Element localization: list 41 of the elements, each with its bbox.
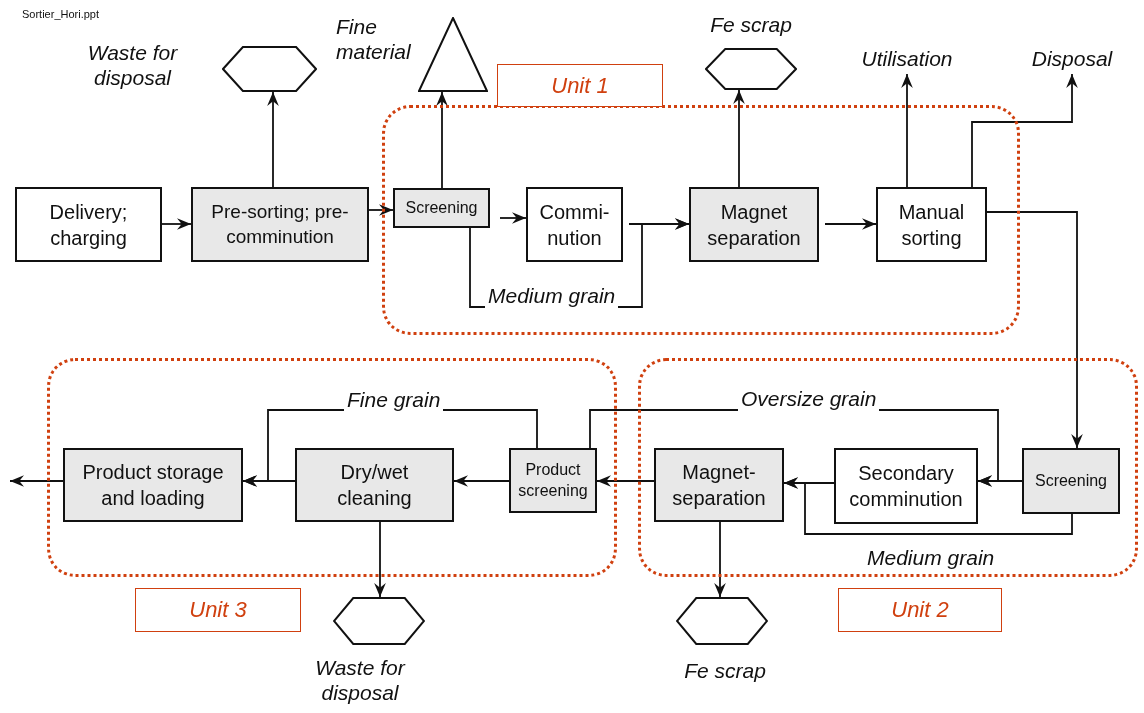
arrow	[628, 218, 690, 230]
process-box: Delivery; charging	[15, 187, 162, 262]
arrow	[267, 91, 279, 188]
process-box: Commi- nution	[526, 187, 623, 262]
file-name-label: Sortier_Hori.ppt	[22, 8, 100, 20]
arrow	[971, 73, 1078, 188]
unit-label: Unit 2	[838, 588, 1002, 632]
arrow	[368, 204, 394, 216]
arrow	[161, 218, 192, 230]
arrow	[436, 91, 448, 189]
unit-label: Unit 1	[497, 64, 663, 107]
output-label: Disposal	[1027, 44, 1117, 74]
process-box: Secondary comminution	[834, 448, 978, 524]
output-label: Waste for disposal	[86, 40, 179, 91]
process-box: Product storage and loading	[63, 448, 243, 522]
arrow	[783, 477, 835, 489]
arrow	[901, 73, 913, 188]
process-box: Product screening	[509, 448, 597, 513]
process-box: Screening	[393, 188, 490, 228]
arrow	[499, 212, 527, 224]
output-label: Fe scrap	[709, 12, 793, 38]
process-box: Manual sorting	[876, 187, 987, 262]
process-box: Screening	[1022, 448, 1120, 514]
process-box: Dry/wet cleaning	[295, 448, 454, 522]
arrow	[714, 521, 726, 598]
arrow	[9, 475, 64, 487]
arrow	[824, 218, 877, 230]
arrow	[242, 475, 296, 487]
arrow	[986, 211, 1083, 449]
arrow	[596, 475, 655, 487]
unit-label: Unit 3	[135, 588, 301, 632]
output-label: Waste for disposal	[314, 655, 407, 706]
process-box: Magnet- separation	[654, 448, 784, 522]
output-label: Fine material	[336, 14, 412, 65]
output-label: Utilisation	[857, 44, 957, 74]
output-label: Fe scrap	[683, 658, 767, 684]
process-box: Magnet separation	[689, 187, 819, 262]
arrow	[733, 89, 745, 188]
process-box: Pre-sorting; pre-comminution	[191, 187, 369, 262]
arrow	[374, 521, 386, 598]
arrow	[453, 475, 510, 487]
